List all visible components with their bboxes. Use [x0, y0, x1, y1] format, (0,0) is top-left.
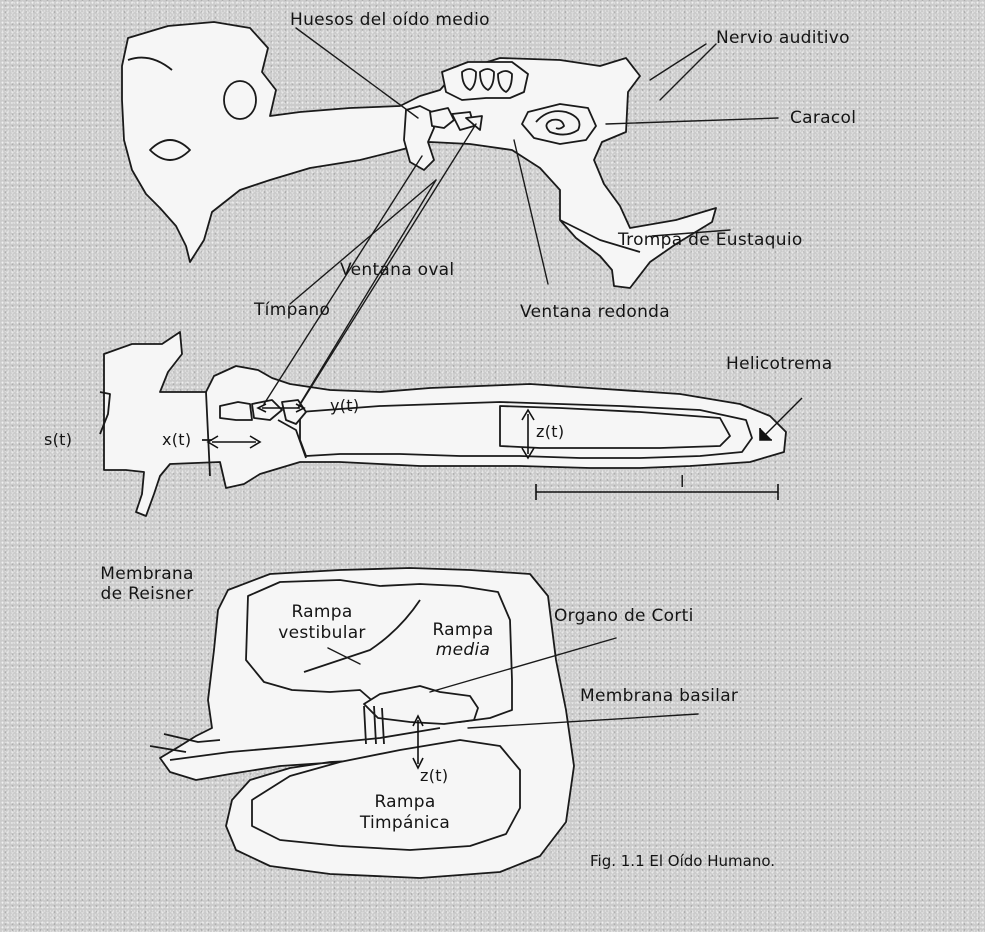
label-rampa-timpanica-line1: Rampa — [350, 794, 460, 811]
label-s-t: s(t) — [44, 432, 72, 448]
label-trompa-eustaquio: Trompa de Eustaquio — [618, 232, 803, 249]
label-membrana-reisner: Membrana de Reisner — [72, 566, 222, 603]
label-rampa-vestibular: Rampa vestibular — [262, 604, 382, 642]
label-helicotrema: Helicotrema — [726, 356, 832, 373]
label-membrana-reisner-line2: de Reisner — [72, 586, 222, 603]
label-nervio-auditivo: Nervio auditivo — [716, 30, 850, 47]
label-z-t: z(t) — [536, 424, 564, 440]
label-x-t: x(t) — [162, 432, 191, 448]
label-rampa-media-line1: Rampa — [418, 622, 508, 639]
label-caracol: Caracol — [790, 110, 856, 127]
concha-oval — [224, 81, 256, 119]
label-huesos-oido-medio: Huesos del oído medio — [290, 12, 490, 29]
label-membrana-reisner-line1: Membrana — [72, 566, 222, 583]
label-length-l: l — [680, 474, 685, 490]
label-z-t-section: z(t) — [420, 768, 448, 784]
label-rampa-vestibular-line2: vestibular — [262, 625, 382, 642]
label-y-t: y(t) — [330, 398, 359, 414]
label-rampa-media: Rampa media — [418, 622, 508, 659]
label-ventana-oval: Ventana oval — [340, 262, 454, 279]
cochlea — [522, 104, 596, 144]
label-rampa-timpanica: Rampa Timpánica — [350, 794, 460, 832]
label-timpano: Tímpano — [254, 302, 330, 319]
label-ventana-redonda: Ventana redonda — [520, 304, 670, 321]
label-rampa-media-line2: media — [418, 642, 508, 659]
label-rampa-timpanica-line2: Timpánica — [350, 815, 460, 832]
label-rampa-vestibular-line1: Rampa — [262, 604, 382, 621]
label-membrana-basilar: Membrana basilar — [580, 688, 738, 705]
label-organo-corti: Organo de Corti — [554, 608, 694, 625]
figure-caption: Fig. 1.1 El Oído Humano. — [590, 854, 775, 869]
